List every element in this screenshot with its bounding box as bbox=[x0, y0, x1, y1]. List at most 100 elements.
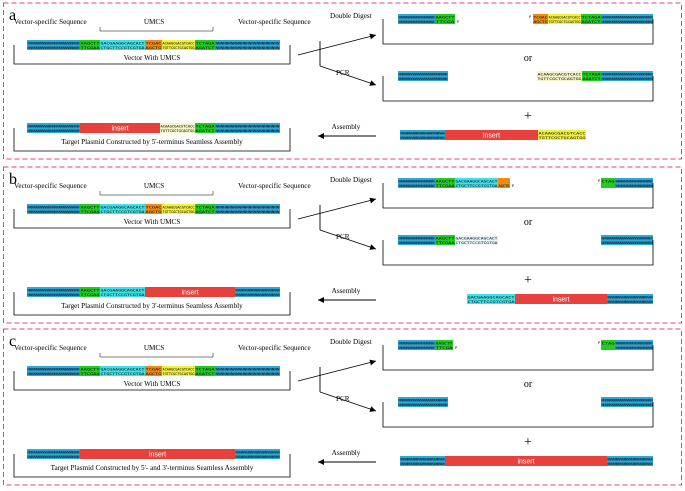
arrow-pcr-shaft bbox=[319, 229, 377, 250]
ecori-site-bg bbox=[100, 366, 145, 376]
pcr-ecori-top: GACGAAGGCAGCACT bbox=[456, 236, 499, 240]
pcr-n-left-bg bbox=[398, 235, 435, 245]
vector-caption: Vector With UMCS bbox=[124, 218, 181, 226]
pcr-n-right-bottom: NNNNNNNNNNNNNNNNNNNNNNNNN bbox=[602, 77, 653, 81]
insert-n-right-bg bbox=[607, 294, 653, 304]
target-caption: Target Plasmid Constructed by 5'- and 3'… bbox=[51, 464, 254, 472]
insert-n-left-top: NNNNNNNNNNNNNNNNNNNNNNNNN bbox=[401, 457, 445, 461]
n-block-right-top: NNNNNNNNNNNNNNNNNNNNNNNNN bbox=[216, 41, 280, 45]
assembly-label: Assembly bbox=[332, 123, 361, 131]
insert-label: insert bbox=[517, 459, 534, 466]
insert-block-bg bbox=[145, 287, 235, 297]
sali-site-top: TCGAC bbox=[146, 205, 162, 209]
pcr-n-left-top: NNNNNNNNNNNNNNNNNNNNNNNNN bbox=[399, 398, 448, 402]
arrow-assembly-head bbox=[318, 133, 324, 139]
target-ecori-top: GACGAAGGCAGCACT bbox=[101, 288, 146, 292]
ecori-site-top: GACGAAGGCAGCACT bbox=[101, 367, 146, 371]
digest-p-right: P bbox=[598, 341, 600, 345]
digest-ctag-bg bbox=[601, 340, 615, 350]
digest-hindiii-top: AAGCTT bbox=[436, 341, 454, 345]
hindiii-site-bottom: TTCGAA bbox=[81, 46, 101, 50]
digest-n-right-bottom: NNNNNNNNNNNNNNNNNNNNNNNNN bbox=[616, 184, 653, 188]
insert-block: insert bbox=[445, 130, 538, 140]
insert-label: insert bbox=[111, 126, 128, 133]
n-block-left-bg bbox=[27, 40, 80, 50]
vector-caption: Vector With UMCS bbox=[124, 54, 181, 62]
digest-hindiii-bg bbox=[435, 14, 455, 24]
digest-hindiii-bg bbox=[435, 178, 455, 188]
ecori-site-bottom: CTGCTTCCGTCGTGA bbox=[101, 372, 146, 376]
pcr-n-right-top: NNNNNNNNNNNNNNNNNNNNNNNNN bbox=[602, 398, 653, 402]
pcr-hindiii-bg bbox=[435, 235, 455, 245]
digest-hindiii-bottom: TTCGAA bbox=[436, 184, 456, 188]
pcr-n-left-bottom: NNNNNNNNNNNNNNNNNNNNNNNNN bbox=[399, 403, 448, 407]
n-block-right-top: NNNNNNNNNNNNNNNNNNNNNNNNN bbox=[216, 205, 280, 209]
digest-ctag: CTAG bbox=[601, 178, 615, 188]
pcr-n-left-bg bbox=[398, 397, 448, 407]
insert-block-bg bbox=[445, 456, 607, 466]
target-n-right-bottom: NNNNNNNNNNNNNNNNNNNNNNNNN bbox=[236, 293, 280, 297]
digest-n-left-top: NNNNNNNNNNNNNNNNNNNNNNNNN bbox=[399, 179, 435, 183]
insert-n-right-bg bbox=[607, 456, 653, 466]
arrow-assembly bbox=[318, 459, 376, 465]
or-label: or bbox=[524, 53, 533, 64]
xbai-site-bottom: TGTTCGCTGCAGTGG bbox=[163, 210, 195, 214]
target-n-right-top: NNNNNNNNNNNNNNNNNNNNNNNNN bbox=[236, 450, 280, 454]
pcr-n-right: NNNNNNNNNNNNNNNNNNNNNNNNNNNNNNNNNNNNNNNN… bbox=[601, 235, 653, 245]
double-digest-label: Double Digest bbox=[330, 12, 372, 20]
xbai-site-top: ACAAGCGACGTCACC bbox=[163, 367, 195, 371]
xbai-site-bottom: TGTTCGCTGCAGTGG bbox=[163, 46, 195, 50]
target-n-right: NNNNNNNNNNNNNNNNNNNNNNNNNNNNNNNNNNNNNNNN… bbox=[215, 123, 280, 133]
xbai-site-top: ACAAGCGACGTCACC bbox=[163, 41, 195, 45]
digest-n-left-bottom: NNNNNNNNNNNNNNNNNNNNNNNNN bbox=[399, 20, 435, 24]
pcr-n-left-bg bbox=[398, 71, 448, 81]
insert-block-bg bbox=[80, 449, 235, 459]
digest-n-right-top: NNNNNNNNNNNNNNNNNNNNNNNNN bbox=[616, 179, 653, 183]
digest-n-right-bg bbox=[615, 178, 653, 188]
target-tct-bg bbox=[195, 123, 215, 133]
vector-specific-label-right: Vector-specific Sequence bbox=[238, 182, 311, 190]
digest-ctag-top: CTAG bbox=[602, 341, 615, 345]
vector-specific-label-left: Vector-specific Sequence bbox=[14, 344, 87, 352]
target-n-right-top: NNNNNNNNNNNNNNNNNNNNNNNNN bbox=[236, 288, 280, 292]
target-caption: Target Plasmid Constructed by 5'-terminu… bbox=[61, 138, 243, 146]
digest-n-right-bottom: NNNNNNNNNNNNNNNNNNNNNNNNN bbox=[616, 346, 653, 350]
arrow-double-digest-shaft bbox=[297, 34, 377, 56]
ecori-site-bg bbox=[100, 40, 145, 50]
insert-n-left-bottom: NNNNNNNNNNNNNNNNNNNNNNNNN bbox=[401, 462, 445, 466]
insert-n-right: NNNNNNNNNNNNNNNNNNNNNNNNNNNNNNNNNNNNNNNN… bbox=[607, 294, 653, 304]
n-block-left-top: NNNNNNNNNNNNNNNNNNNNNNNNN bbox=[28, 205, 80, 209]
arrow-assembly bbox=[318, 133, 376, 139]
sali-site-bottom: AGCTG bbox=[146, 46, 162, 50]
target-n-left: NNNNNNNNNNNNNNNNNNNNNNNNNNNNNNNNNNNNNNNN… bbox=[27, 449, 80, 459]
insert-acag-top: ACAAGCGACGTCACC bbox=[539, 131, 586, 135]
arrow-double-digest bbox=[297, 33, 377, 56]
digest-acag-bg bbox=[548, 14, 581, 24]
target-n-right: NNNNNNNNNNNNNNNNNNNNNNNNNNNNNNNNNNNNNNNN… bbox=[235, 287, 280, 297]
pcr-label: PCR bbox=[336, 233, 350, 241]
target-n-right-bg bbox=[215, 123, 280, 133]
n-block-left-bottom: NNNNNNNNNNNNNNNNNNNNNNNNN bbox=[28, 372, 80, 376]
vector-backbone bbox=[13, 371, 291, 391]
digest-hindiii-bottom: TTCGA bbox=[436, 20, 456, 24]
arrow-pcr-head bbox=[369, 244, 376, 250]
n-block-left: NNNNNNNNNNNNNNNNNNNNNNNNNNNNNNNNNNNNNNNN… bbox=[27, 204, 80, 214]
insert-n-left-bg bbox=[400, 456, 445, 466]
tct-site-top: TCTAGA bbox=[196, 41, 216, 45]
hindiii-site-bottom: TTCGAA bbox=[81, 210, 101, 214]
pcr-backbone bbox=[382, 402, 654, 428]
umcs-label: UMCS bbox=[144, 18, 164, 26]
digest-n-left-bg bbox=[398, 340, 435, 350]
target-n-left-bottom: NNNNNNNNNNNNNNNNNNNNNNNNN bbox=[28, 455, 80, 459]
